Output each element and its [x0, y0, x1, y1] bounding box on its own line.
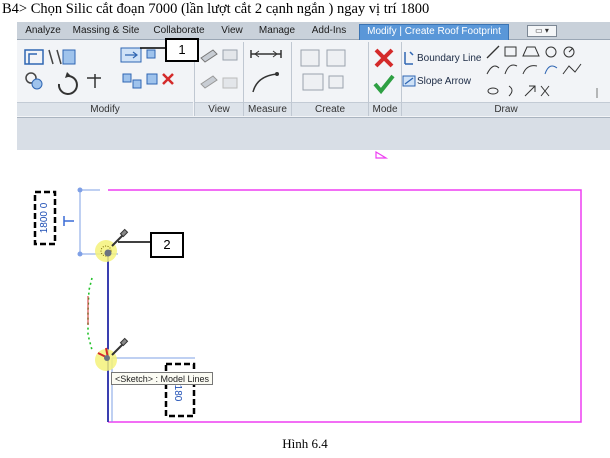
- panel-divider: [194, 42, 195, 116]
- panel-label-draw: Draw: [402, 102, 610, 116]
- panel-divider: [243, 42, 244, 116]
- create-tools-icon[interactable]: [297, 46, 357, 100]
- dimension-text-left-wrap: 1800 0: [36, 196, 54, 240]
- panel-label-view: View: [195, 102, 243, 116]
- slope-arrow-button[interactable]: Slope Arrow: [417, 76, 471, 87]
- boundary-line-icon: [404, 51, 414, 65]
- tab-manage[interactable]: Manage: [258, 25, 296, 36]
- draw-shapes-gallery-icon[interactable]: [485, 44, 605, 102]
- ribbon-tab-bar: Analyze Massing & Site Collaborate View …: [17, 22, 610, 40]
- callout-leader-2: [118, 241, 150, 243]
- dimension-tick: [63, 216, 74, 226]
- measure-tools-icon[interactable]: [247, 46, 289, 100]
- instruction-heading: B4> Chọn Silic cắt đoạn 7000 (lần lượt c…: [2, 1, 430, 17]
- view-tools-icon[interactable]: [197, 46, 241, 100]
- panel-label-modify: Modify: [17, 102, 193, 116]
- drawing-canvas[interactable]: [0, 150, 610, 430]
- element-tooltip: <Sketch> : Model Lines: [111, 372, 214, 385]
- tab-view[interactable]: View: [221, 25, 243, 36]
- roof-sketch-outline: [108, 189, 582, 423]
- tab-add-ins[interactable]: Add-Ins: [311, 25, 347, 36]
- ribbon-panels: Modify View Measure Create: [17, 40, 610, 118]
- panel-divider: [291, 42, 292, 116]
- panel-label-create: Create: [292, 102, 368, 116]
- ribbon-minimize-icon[interactable]: ▭ ▾: [527, 25, 557, 37]
- options-bar: [17, 118, 610, 150]
- modify-tools-icon[interactable]: [23, 44, 181, 100]
- tab-analyze[interactable]: Analyze: [25, 25, 61, 36]
- tab-modify-create-roof-footprint[interactable]: Modify | Create Roof Footprint: [359, 24, 509, 40]
- split-cursor-icon: [111, 228, 129, 247]
- split-cursor-icon-2: [111, 337, 129, 356]
- callout-box-1: 1: [165, 38, 199, 62]
- ribbon: Analyze Massing & Site Collaborate View …: [17, 22, 610, 150]
- callout-box-2: 2: [150, 232, 184, 258]
- panel-label-mode: Mode: [369, 102, 401, 116]
- panel-label-measure: Measure: [244, 102, 291, 116]
- split-guide-dotted: [87, 277, 93, 351]
- panel-divider: [401, 42, 402, 116]
- dimension-highlight-box-left: [33, 190, 57, 246]
- boundary-line-button[interactable]: Boundary Line: [417, 53, 482, 64]
- dimension-text-left[interactable]: 1800 0: [39, 202, 50, 234]
- mode-tools-icon[interactable]: [371, 46, 397, 100]
- dimension-highlight-box-bottom: [164, 362, 196, 418]
- figure-caption: Hình 6.4: [282, 436, 328, 451]
- view-marker-icon: [375, 150, 389, 159]
- callout-leader-1: [140, 47, 166, 49]
- slope-arrow-icon: [402, 75, 416, 87]
- tab-collaborate[interactable]: Collaborate: [153, 25, 205, 36]
- tab-massing-site[interactable]: Massing & Site: [72, 25, 140, 36]
- panel-divider: [368, 42, 369, 116]
